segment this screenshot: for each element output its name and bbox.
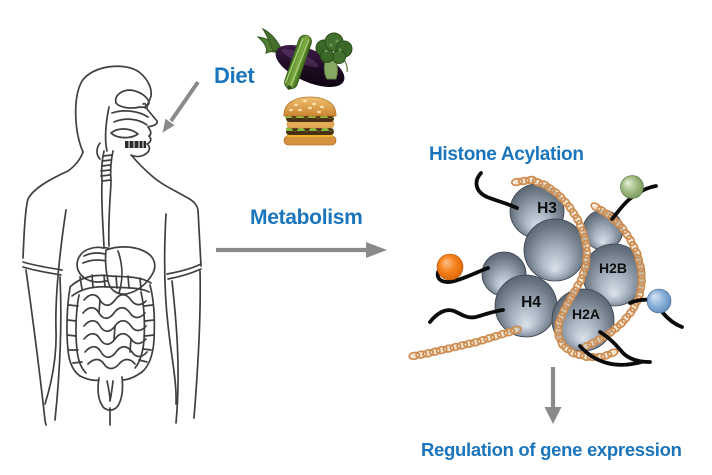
sleeve-hem-right xyxy=(166,263,202,280)
histone-acylation-label: Histone Acylation xyxy=(429,144,584,165)
digestive-tract xyxy=(66,150,156,426)
small-intestine xyxy=(82,293,148,370)
histone-label-h4: H4 xyxy=(521,294,541,311)
histone-tail xyxy=(578,344,643,367)
body-outline xyxy=(22,151,202,426)
green-acyl-mark xyxy=(620,175,644,199)
diet-foods xyxy=(256,27,353,146)
human-figure xyxy=(22,65,202,426)
nucleosome: H3 H4 H2A H2B xyxy=(408,171,684,367)
histone-tail xyxy=(661,311,684,329)
sleeve-hem-left xyxy=(22,261,63,276)
center-sphere xyxy=(523,218,587,282)
metabolism-arrow xyxy=(216,242,387,258)
tongue xyxy=(110,128,139,139)
regulation-label: Regulation of gene expression xyxy=(421,439,682,460)
histone-tail xyxy=(428,308,505,324)
hamburger-icon xyxy=(283,96,337,146)
head-profile xyxy=(74,65,158,160)
histone-label-h3: H3 xyxy=(537,200,557,217)
to-gene-expression-arrow xyxy=(544,367,562,424)
metabolism-label: Metabolism xyxy=(250,206,363,229)
diet-label: Diet xyxy=(214,63,255,88)
dna-strand xyxy=(408,175,646,362)
histone-tail xyxy=(435,266,490,284)
orange-acyl-mark xyxy=(436,253,464,281)
esophagus xyxy=(100,150,114,248)
zucchini-icon xyxy=(284,34,312,90)
diet-to-mouth-arrow xyxy=(162,80,200,133)
broccoli-icon xyxy=(315,32,353,80)
histone-label-h2b: H2B xyxy=(599,260,627,276)
nasal-cavity xyxy=(114,89,150,109)
histone-label-h2a: H2A xyxy=(572,306,600,322)
histone-tail xyxy=(474,171,519,210)
teeth xyxy=(125,141,146,148)
rectum xyxy=(97,376,124,426)
colon xyxy=(66,274,156,382)
blue-acyl-mark xyxy=(646,288,672,314)
